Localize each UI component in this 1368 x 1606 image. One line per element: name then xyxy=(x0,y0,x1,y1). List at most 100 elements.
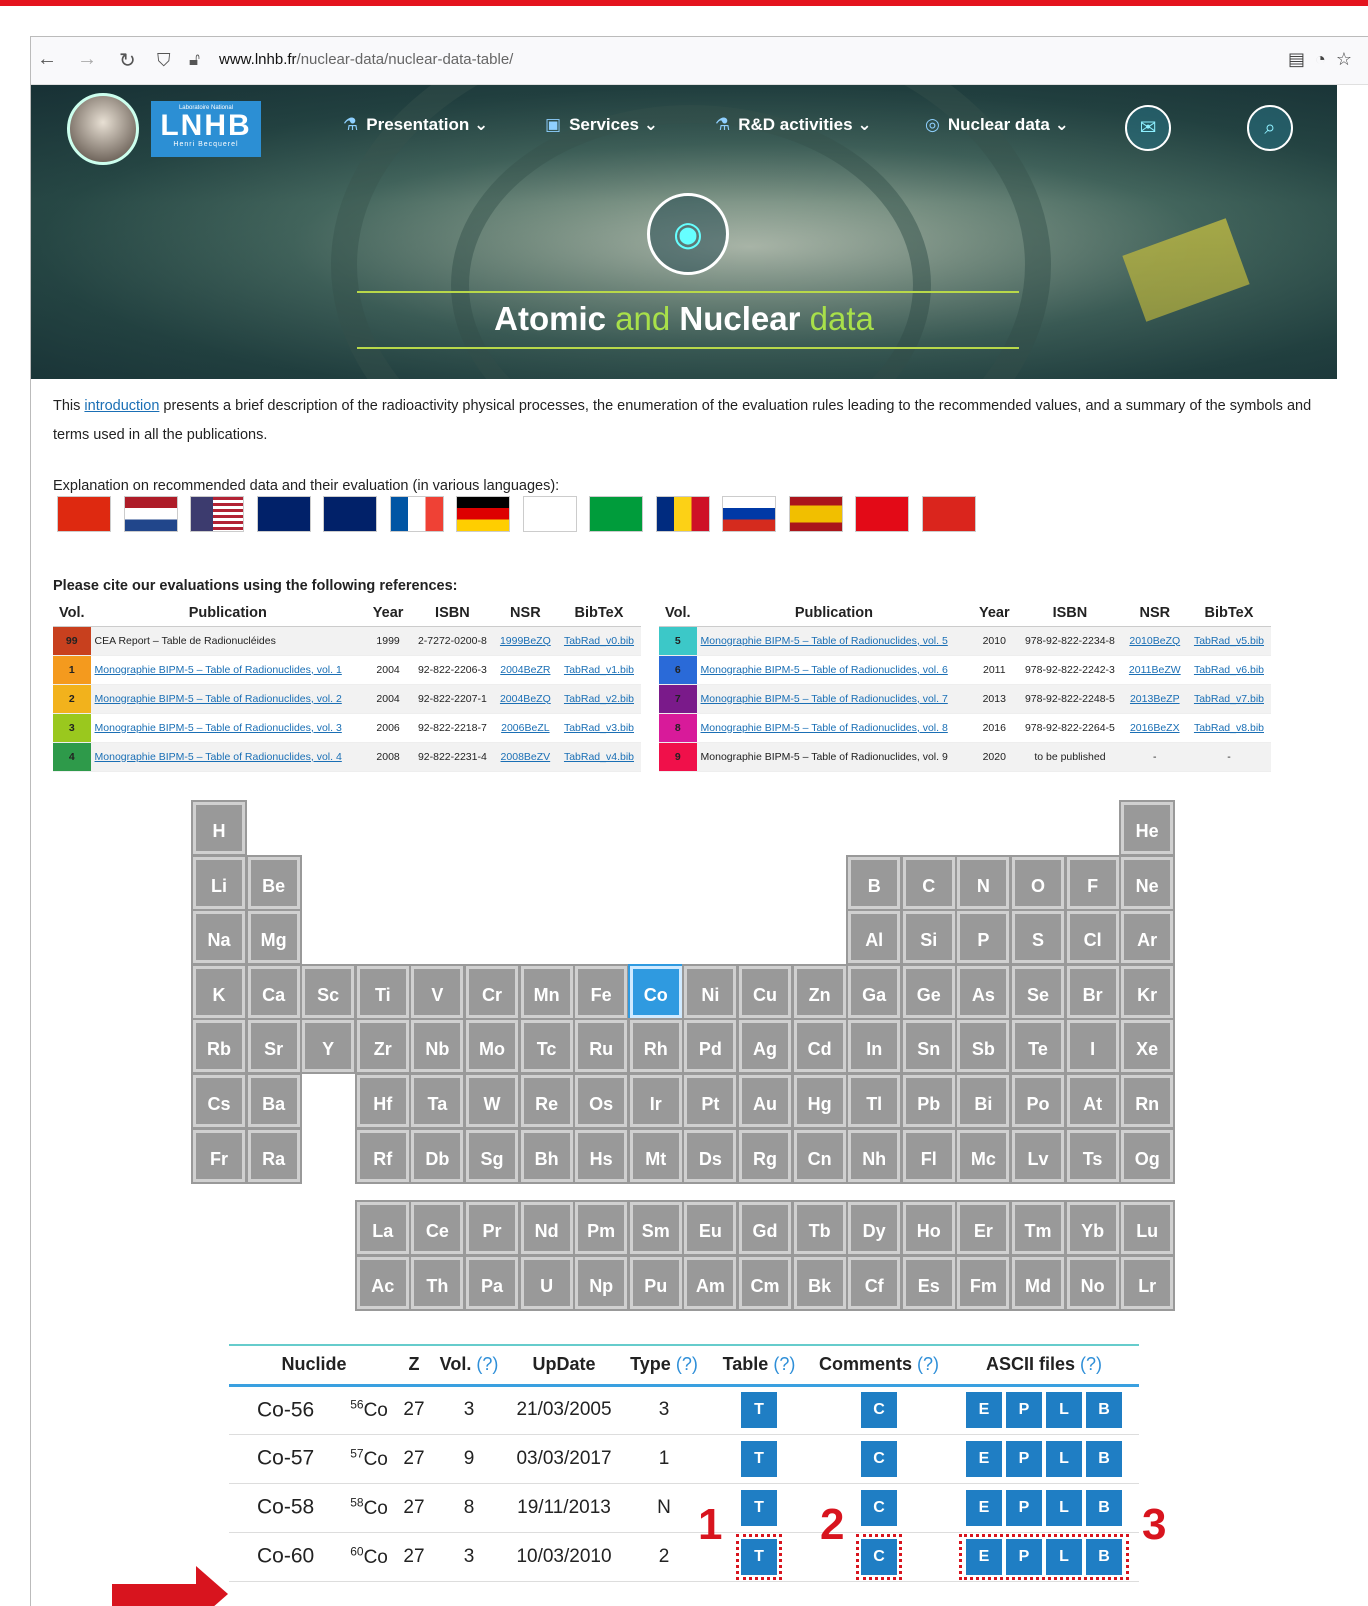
table-t-button[interactable]: T xyxy=(741,1489,777,1526)
element-eu[interactable]: Eu xyxy=(682,1200,739,1257)
element-es[interactable]: Es xyxy=(900,1254,957,1311)
element-er[interactable]: Er xyxy=(955,1200,1012,1257)
element-pm[interactable]: Pm xyxy=(573,1200,630,1257)
ascii-b-button[interactable]: B xyxy=(1086,1440,1122,1477)
ref-nsr-link[interactable]: 2013BeZP xyxy=(1129,692,1180,705)
element-th[interactable]: Th xyxy=(409,1254,466,1311)
flag-netherlands-icon[interactable] xyxy=(123,496,178,532)
element-h[interactable]: H xyxy=(191,800,247,856)
help-link[interactable]: (?) xyxy=(917,1354,940,1375)
ascii-p-button[interactable]: P xyxy=(1006,1440,1042,1477)
menu-services[interactable]: ▣Services ⌄ xyxy=(545,115,658,135)
element-os[interactable]: Os xyxy=(573,1073,630,1129)
element-he[interactable]: He xyxy=(1119,800,1176,856)
ref-nsr-link[interactable]: 2006BeZL xyxy=(501,721,550,734)
table-t-button[interactable]: T xyxy=(741,1440,777,1477)
flag-france-icon[interactable] xyxy=(389,496,444,532)
element-cn[interactable]: Cn xyxy=(791,1127,848,1184)
table-t-button[interactable]: T xyxy=(741,1392,777,1428)
element-pr[interactable]: Pr xyxy=(464,1200,520,1257)
element-ho[interactable]: Ho xyxy=(900,1200,957,1257)
element-ne[interactable]: Ne xyxy=(1119,854,1176,911)
element-b[interactable]: B xyxy=(846,854,903,911)
search-icon[interactable]: ⌕ xyxy=(1247,105,1293,151)
ascii-p-button[interactable]: P xyxy=(1006,1392,1042,1428)
element-bk[interactable]: Bk xyxy=(791,1254,848,1311)
ref-bib-link[interactable]: TabRad_v2.bib xyxy=(563,692,635,705)
element-cf[interactable]: Cf xyxy=(846,1254,903,1311)
element-ga[interactable]: Ga xyxy=(846,963,903,1020)
element-no[interactable]: No xyxy=(1064,1254,1121,1311)
element-sg[interactable]: Sg xyxy=(464,1127,520,1184)
element-mn[interactable]: Mn xyxy=(518,963,575,1020)
element-bh[interactable]: Bh xyxy=(518,1127,575,1184)
ascii-p-button[interactable]: P xyxy=(1006,1489,1042,1526)
help-link[interactable]: (?) xyxy=(675,1354,698,1375)
element-cu[interactable]: Cu xyxy=(737,963,793,1020)
element-cl[interactable]: Cl xyxy=(1064,909,1121,966)
element-ce[interactable]: Ce xyxy=(409,1200,466,1257)
ref-nsr-link[interactable]: 2010BeZQ xyxy=(1129,634,1181,647)
ascii-l-button[interactable]: L xyxy=(1046,1489,1082,1526)
ref-nsr-link[interactable]: 2008BeZV xyxy=(500,750,551,763)
element-ac[interactable]: Ac xyxy=(354,1254,411,1311)
help-link[interactable]: (?) xyxy=(476,1354,499,1375)
element-sr[interactable]: Sr xyxy=(245,1018,302,1075)
ascii-l-button[interactable]: L xyxy=(1046,1538,1082,1575)
comments-c-button[interactable]: C xyxy=(861,1440,897,1477)
element-rb[interactable]: Rb xyxy=(191,1018,247,1075)
flag-romania-icon[interactable] xyxy=(655,496,710,532)
element-ra[interactable]: Ra xyxy=(245,1127,302,1184)
element-xe[interactable]: Xe xyxy=(1119,1018,1176,1075)
element-tc[interactable]: Tc xyxy=(518,1018,575,1075)
element-o[interactable]: O xyxy=(1010,854,1066,911)
publication-link[interactable]: Monographie BIPM-5 – Table of Radionucli… xyxy=(700,634,948,647)
element-lu[interactable]: Lu xyxy=(1119,1200,1176,1257)
lnhb-logo[interactable]: Laboratoire National LNHB Henri Becquere… xyxy=(151,101,261,157)
comments-c-button[interactable]: C xyxy=(861,1392,897,1428)
element-hf[interactable]: Hf xyxy=(354,1073,411,1129)
element-pa[interactable]: Pa xyxy=(464,1254,520,1311)
element-gd[interactable]: Gd xyxy=(737,1200,793,1257)
url-field[interactable]: www.lnhb.fr/nuclear-data/nuclear-data-ta… xyxy=(219,51,513,68)
help-link[interactable]: (?) xyxy=(773,1354,796,1375)
element-br[interactable]: Br xyxy=(1064,963,1121,1020)
menu-presentation[interactable]: ⚗Presentation ⌄ xyxy=(343,115,488,135)
element-fe[interactable]: Fe xyxy=(573,963,630,1020)
element-fr[interactable]: Fr xyxy=(191,1127,247,1184)
element-tb[interactable]: Tb xyxy=(791,1200,848,1257)
introduction-link[interactable]: introduction xyxy=(84,398,160,414)
element-lr[interactable]: Lr xyxy=(1119,1254,1176,1311)
element-n[interactable]: N xyxy=(955,854,1012,911)
ref-bib-link[interactable]: TabRad_v1.bib xyxy=(563,663,635,676)
ref-nsr-link[interactable]: 2011BeZW xyxy=(1128,663,1181,676)
flag-spain-icon[interactable] xyxy=(788,496,843,532)
element-k[interactable]: K xyxy=(191,963,247,1020)
element-rf[interactable]: Rf xyxy=(354,1127,411,1184)
element-bi[interactable]: Bi xyxy=(955,1073,1012,1129)
element-ts[interactable]: Ts xyxy=(1064,1127,1121,1184)
flag-korea-icon[interactable] xyxy=(522,496,577,532)
element-w[interactable]: W xyxy=(464,1073,520,1129)
ascii-e-button[interactable]: E xyxy=(966,1489,1002,1526)
element-si[interactable]: Si xyxy=(900,909,957,966)
lock-icon[interactable]: 🔓︎ xyxy=(189,50,201,69)
element-cs[interactable]: Cs xyxy=(191,1073,247,1129)
flag-usa-icon[interactable] xyxy=(190,496,244,532)
flag-germany-icon[interactable] xyxy=(456,496,510,532)
publication-link[interactable]: Monographie BIPM-5 – Table of Radionucli… xyxy=(700,692,948,705)
element-pt[interactable]: Pt xyxy=(682,1073,739,1129)
flag-vietnam-icon[interactable] xyxy=(921,496,976,532)
element-i[interactable]: I xyxy=(1064,1018,1121,1075)
element-as[interactable]: As xyxy=(955,963,1012,1020)
element-sb[interactable]: Sb xyxy=(955,1018,1012,1075)
star-icon[interactable]: ☆ xyxy=(1335,49,1362,69)
publication-link[interactable]: Monographie BIPM-5 – Table of Radionucli… xyxy=(94,721,342,734)
element-tl[interactable]: Tl xyxy=(846,1073,903,1129)
element-sn[interactable]: Sn xyxy=(900,1018,957,1075)
flag-brazil-icon[interactable] xyxy=(589,496,643,532)
ascii-b-button[interactable]: B xyxy=(1086,1392,1122,1428)
element-ni[interactable]: Ni xyxy=(682,963,739,1020)
element-s[interactable]: S xyxy=(1010,909,1066,966)
menu-rnd[interactable]: ⚗R&D activities ⌄ xyxy=(715,115,872,135)
